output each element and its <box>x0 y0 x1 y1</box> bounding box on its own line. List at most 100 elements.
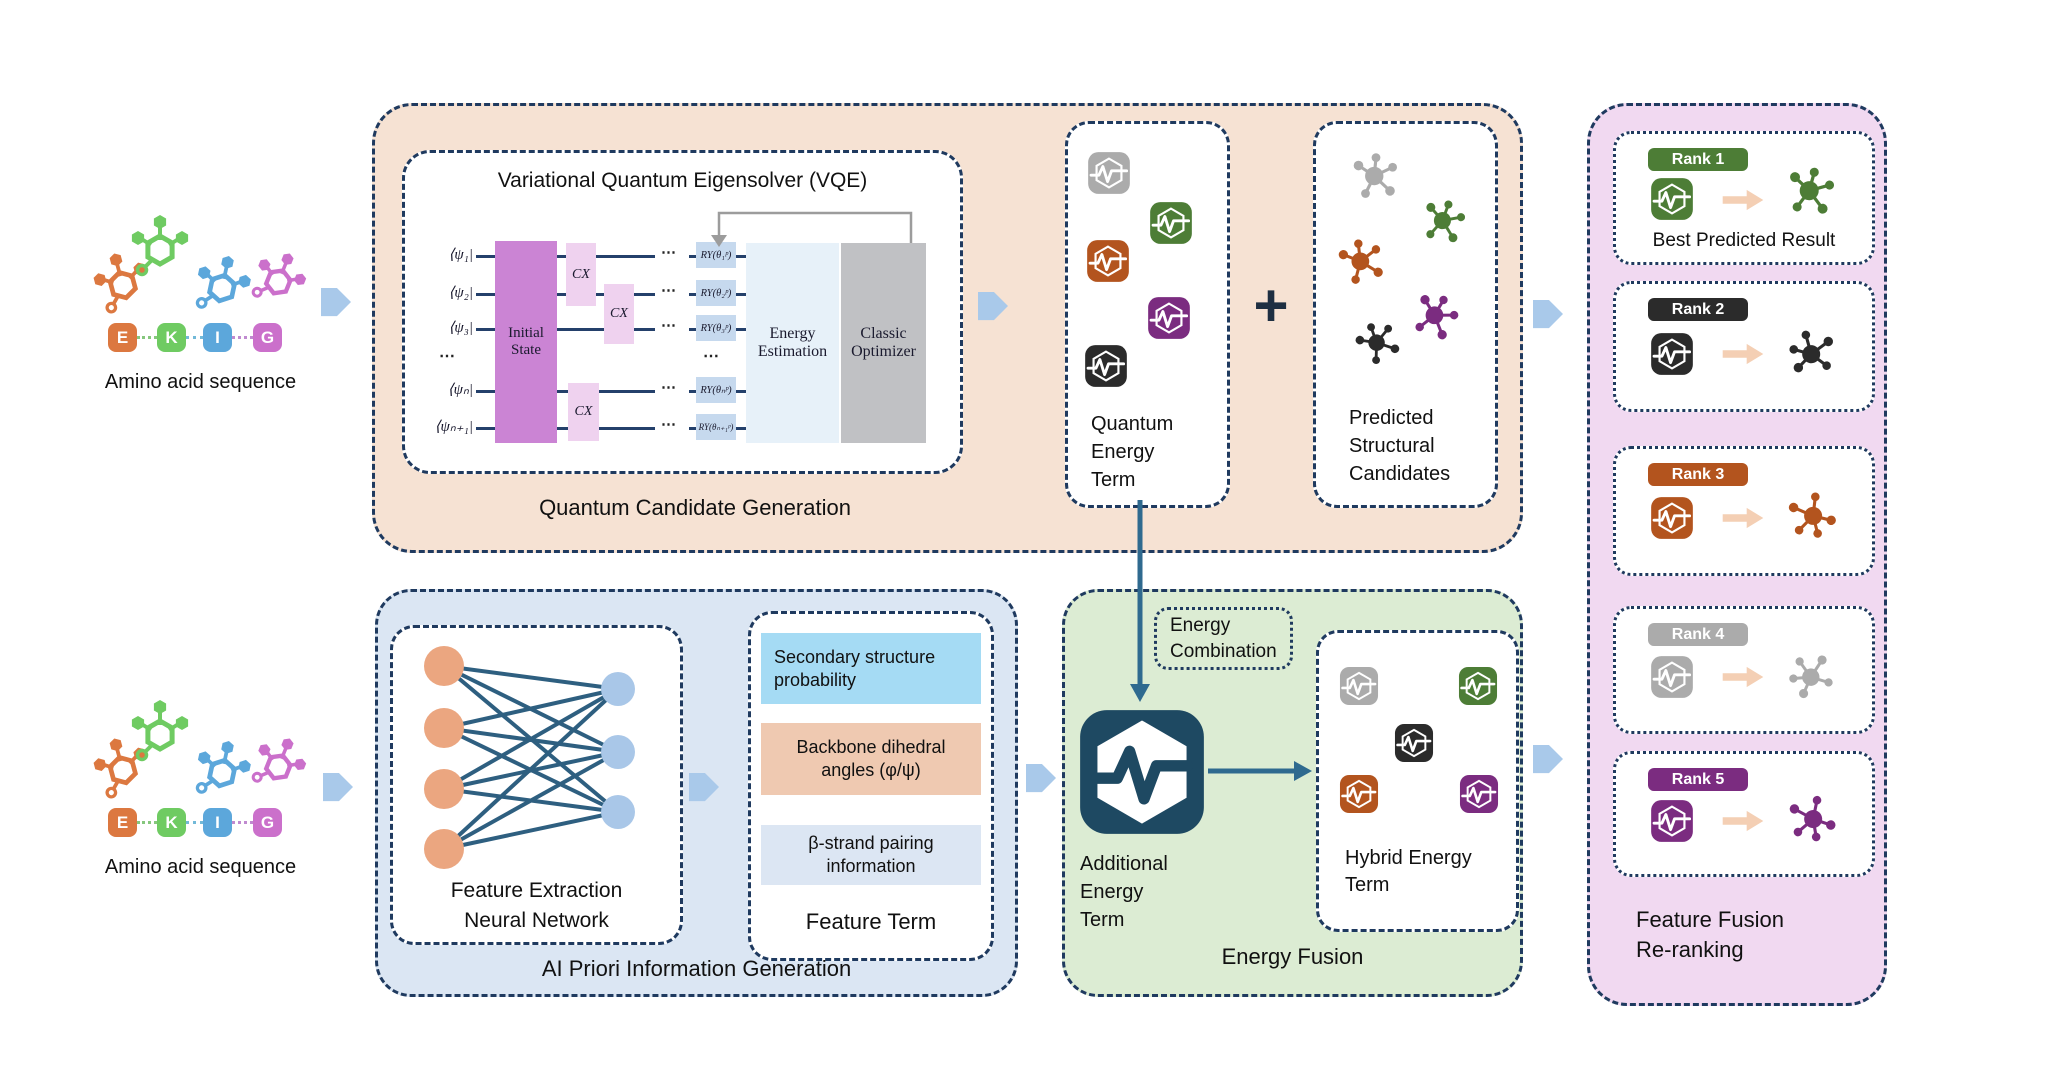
initial-state-block: Initial State <box>495 241 557 443</box>
rank-badge: Rank 5 <box>1648 768 1748 791</box>
arrow-right-icon <box>1720 506 1766 530</box>
ellipsis: ⋯ <box>439 348 456 365</box>
feature-item-secondary-structure: Secondary structure probability <box>761 633 981 704</box>
molecule-icon <box>1345 309 1411 375</box>
residue-box: K <box>157 808 186 837</box>
energy-icon <box>1148 200 1194 246</box>
feature-fusion-reranking-panel: Rank 1 Best Predicted Result Rank 2 Rank… <box>1587 103 1887 1006</box>
amino-molecule-icon <box>126 699 190 763</box>
quantum-candidate-generation-panel: Variational Quantum Eigensolver (VQE) ⟨ψ… <box>372 103 1523 553</box>
additional-energy-label: Additional Energy Term <box>1080 853 1168 931</box>
molecule-icon <box>1412 189 1476 253</box>
arrow-right-icon <box>1720 809 1766 833</box>
energy-icon <box>1649 654 1695 700</box>
sequence-label: Amino acid sequence <box>104 371 297 393</box>
flow-arrow-icon <box>1026 763 1056 793</box>
plus-sign: + <box>1253 272 1289 339</box>
molecule-icon <box>1780 645 1841 706</box>
arrow-right-icon <box>1720 665 1766 689</box>
ellipsis: ⋯ <box>661 282 677 299</box>
residue-box: K <box>157 323 186 352</box>
sequence-connector <box>232 336 253 339</box>
energy-icon <box>1649 176 1695 222</box>
ry-gate: RY(θ₂ᵖ) <box>696 280 736 306</box>
panel-label: Feature Fusion Re-ranking <box>1636 907 1784 962</box>
energy-icon <box>1649 331 1695 377</box>
box-label: Quantum Energy Term <box>1091 413 1174 491</box>
hybrid-energy-term-box: Hybrid Energy Term <box>1316 630 1519 932</box>
ry-gate: RY(θₙᵖ) <box>696 377 736 403</box>
amino-molecule-icon <box>126 214 190 278</box>
energy-fusion-panel: Energy Combination Additional Energy Ter… <box>1062 589 1523 997</box>
energy-icon <box>1649 798 1695 844</box>
classic-optimizer-block: Classic Optimizer <box>841 243 926 443</box>
qubit-label: ⟨ψₙ₊₁| <box>434 419 473 435</box>
nn-input-node <box>424 708 464 748</box>
rank-badge: Rank 2 <box>1648 298 1748 321</box>
vqe-box: Variational Quantum Eigensolver (VQE) ⟨ψ… <box>402 150 963 474</box>
rank-badge: Rank 1 <box>1648 148 1748 171</box>
energy-icon <box>1146 295 1192 341</box>
molecule-icon <box>1777 157 1844 224</box>
flow-arrow-icon <box>978 291 1008 321</box>
ry-gate: RY(θ₃ᵖ) <box>696 315 736 341</box>
flow-arrow-icon <box>321 287 351 317</box>
qubit-label: ⟨ψ₂| <box>448 285 473 301</box>
energy-icon <box>1086 150 1132 196</box>
sequence-connector <box>137 336 157 339</box>
feature-item-beta-strand: β-strand pairing information <box>761 825 981 885</box>
ellipsis: ⋯ <box>661 317 677 334</box>
arrow-right-icon <box>1720 188 1766 212</box>
amino-molecule-icon <box>242 242 315 315</box>
molecule-icon <box>1330 229 1394 293</box>
residue-box: E <box>108 808 137 837</box>
sequence-connector <box>186 821 203 824</box>
ellipsis: ⋯ <box>661 244 677 261</box>
cx-gate: CX <box>568 383 599 441</box>
energy-icon <box>1649 495 1695 541</box>
ry-gate: RY(θ₁ᵖ) <box>696 242 736 268</box>
flow-arrow-icon <box>1533 299 1563 329</box>
nn-output-node <box>601 795 635 829</box>
cx-gate: CX <box>566 243 596 306</box>
box-label: Hybrid Energy Term <box>1345 847 1472 896</box>
ai-priori-panel: Feature Extraction Neural Network Second… <box>375 589 1018 997</box>
nn-output-node <box>601 672 635 706</box>
energy-icon <box>1457 665 1499 707</box>
panel-label: AI Priori Information Generation <box>541 956 852 981</box>
vqe-title: Variational Quantum Eigensolver (VQE) <box>497 169 868 192</box>
residue-box: I <box>203 323 232 352</box>
energy-icon <box>1085 238 1131 284</box>
arrow-right-icon <box>1720 342 1766 366</box>
sequence-connector <box>186 336 203 339</box>
rank-card-3: Rank 3 <box>1613 446 1875 576</box>
flow-arrow-icon <box>323 772 353 802</box>
residue-box: G <box>253 323 282 352</box>
box-label: Feature Term <box>805 909 937 934</box>
rank-card-2: Rank 2 <box>1613 281 1875 412</box>
rank-card-1: Rank 1 Best Predicted Result <box>1613 131 1875 265</box>
arrow-right-icon <box>689 772 719 802</box>
sequence-label: Amino acid sequence <box>104 856 297 878</box>
cx-gate: CX <box>604 284 634 344</box>
amino-molecule-icon <box>242 727 315 800</box>
nn-input-node <box>424 769 464 809</box>
energy-combination-box: Energy Combination <box>1154 607 1293 670</box>
rank-card-4: Rank 4 <box>1613 606 1875 734</box>
flow-arrow-icon <box>1533 744 1563 774</box>
molecule-icon <box>1778 786 1845 853</box>
quantum-energy-term-box: Quantum Energy Term <box>1065 121 1230 508</box>
ry-gate: RY(θₙ₊₁ᵖ) <box>696 414 736 440</box>
rank-card-5: Rank 5 <box>1613 751 1875 877</box>
molecule-icon <box>1400 280 1472 352</box>
molecule-icon <box>1348 148 1404 204</box>
energy-icon <box>1338 773 1380 815</box>
panel-label: Energy Fusion <box>1221 944 1364 969</box>
nn-output-node <box>601 735 635 769</box>
residue-box: I <box>203 808 232 837</box>
energy-icon <box>1083 343 1129 389</box>
feature-item-backbone-dihedral: Backbone dihedral angles (φ/ψ) <box>761 723 981 795</box>
predicted-candidates-box: Predicted Structural Candidates <box>1313 121 1498 508</box>
nn-input-node <box>424 829 464 869</box>
